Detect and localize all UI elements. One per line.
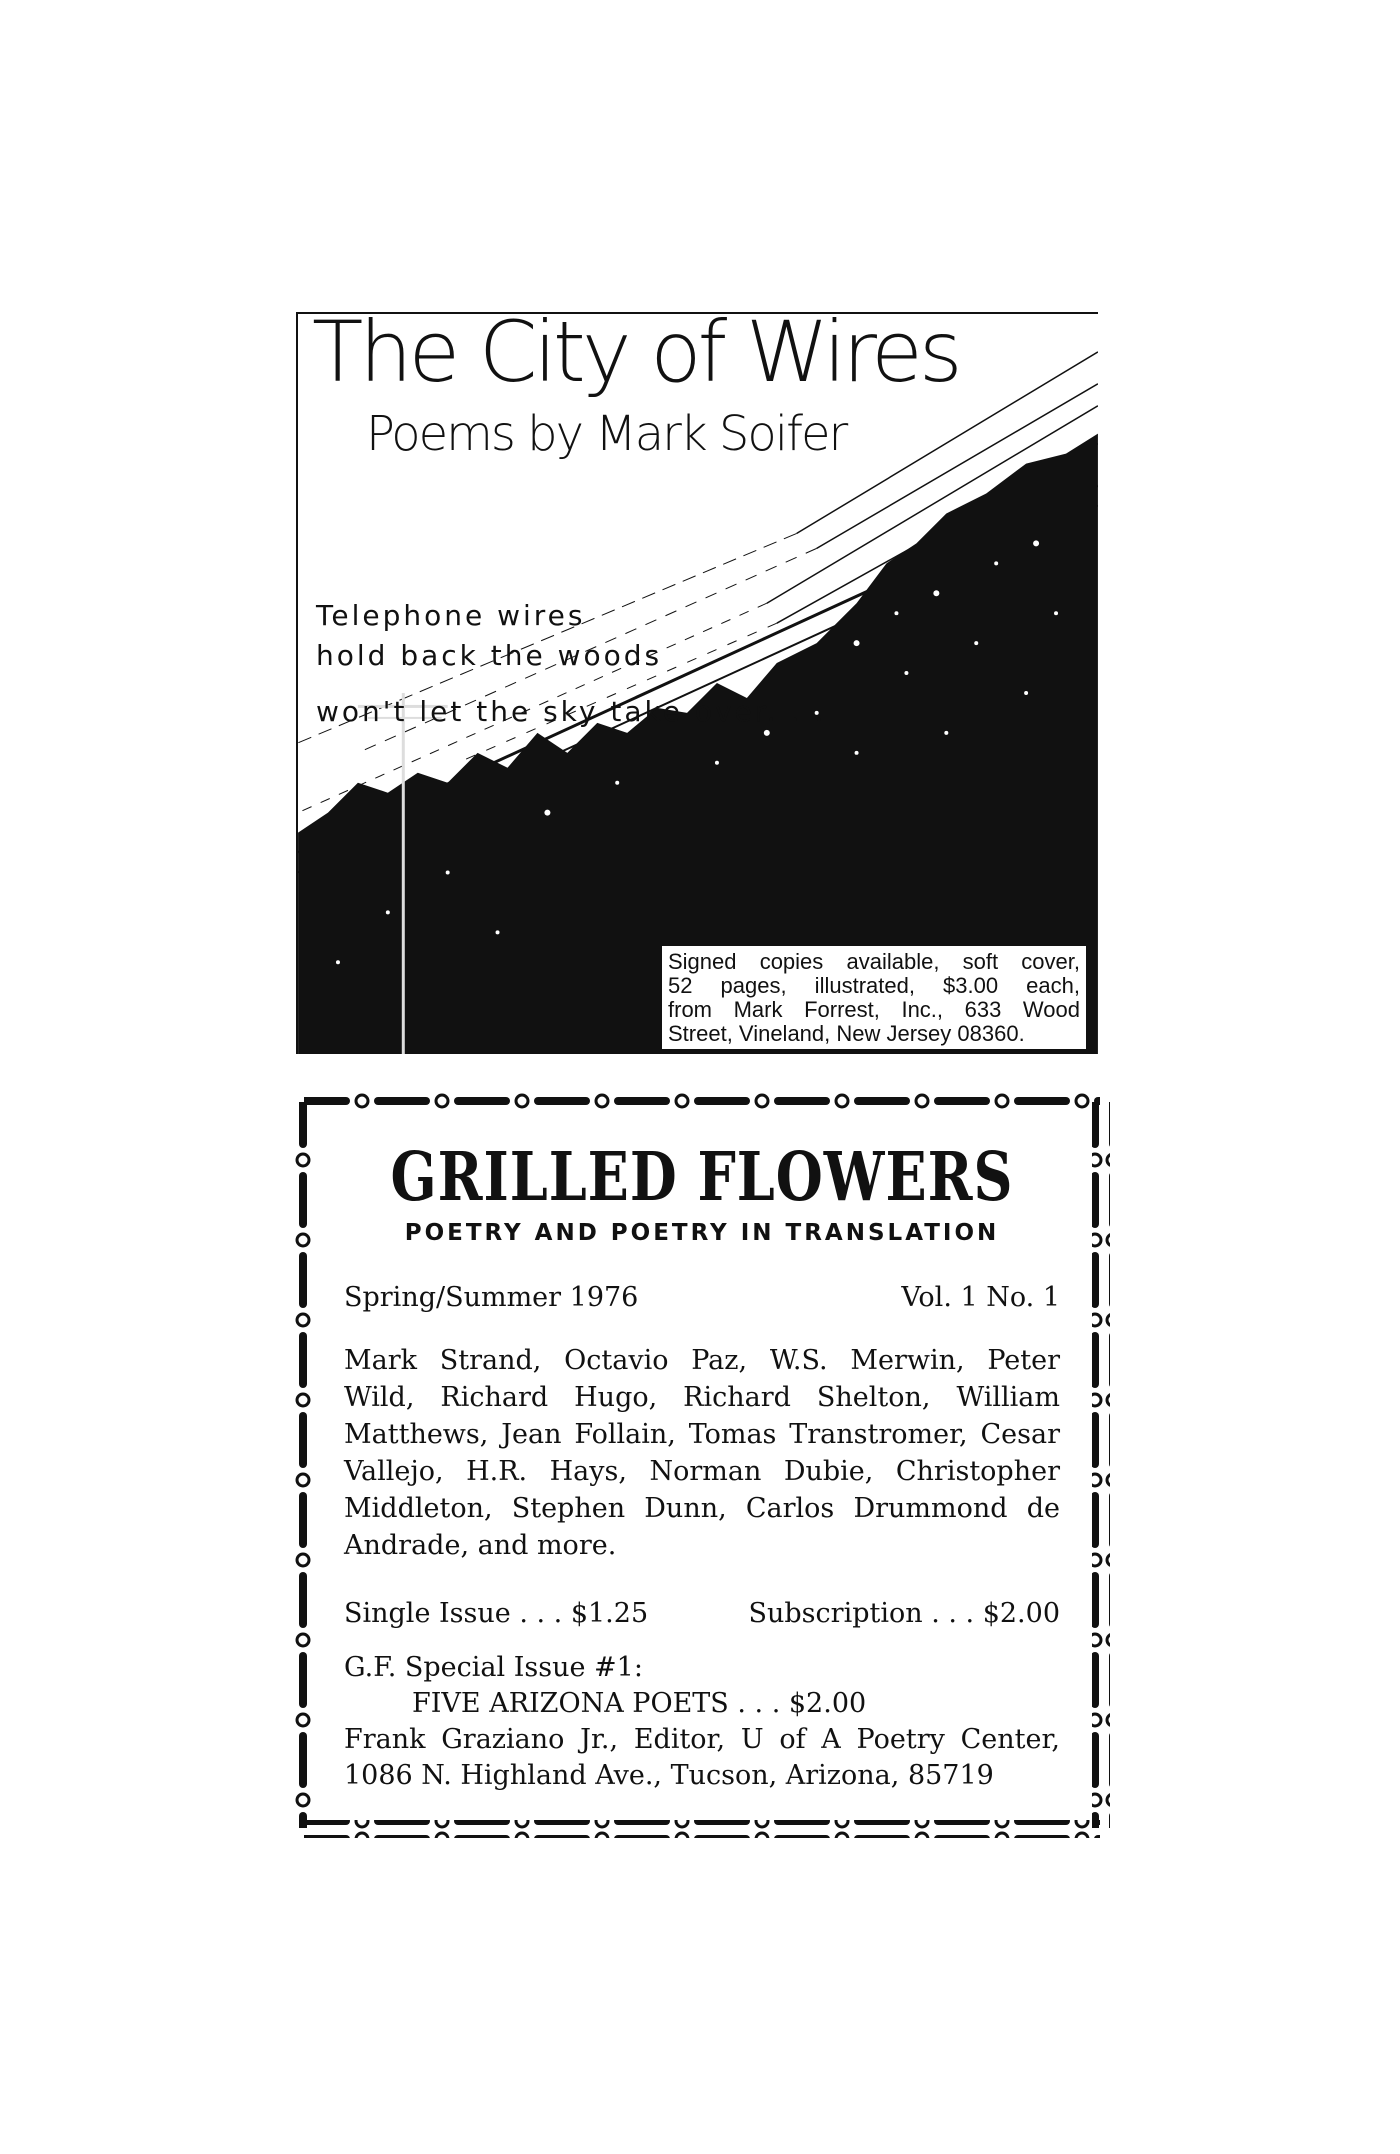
contributors-line: Andrade, and more. [344,1530,617,1561]
book-title: The City of Wires [312,312,963,401]
price-row: Single Issue . . . $1.25 Subscription . … [344,1600,1060,1627]
contributors-list: Mark Strand, Octavio Paz, W.S. Merwin, P… [344,1342,1060,1564]
contributors-line: Wild, Richard Hugo, Richard Shelton, Wil… [344,1382,1060,1413]
ordering-info-line: 52 pages, illustrated, $3.00 each, [668,973,1080,998]
contributors-line: Mark Strand, Octavio Paz, W.S. Merwin, P… [344,1345,1060,1376]
ordering-info-line: from Mark Forrest, Inc., 633 Wood [668,997,1080,1022]
journal-title: GRILLED FLOWERS [390,1136,1014,1216]
wires-and-trees-illustration [298,351,1098,1054]
poem-line: Telephone wires [316,599,586,632]
journal-tagline: POETRY AND POETRY IN TRANSLATION [404,1220,1000,1246]
ordering-info-box: Signed copies available, soft cover, 52 … [660,944,1088,1051]
volume-number: Vol. 1 No. 1 [901,1282,1060,1313]
issue-date: Spring/Summer 1976 [344,1282,639,1313]
editor-address-line: Frank Graziano Jr., Editor, U of A Poetr… [344,1724,1060,1755]
subscription-price: Subscription . . . $2.00 [748,1598,1060,1629]
city-of-wires-ad: The City of Wires Poems by Mark Soifer T… [296,312,1098,1054]
contributors-line: Matthews, Jean Follain, Tomas Transtrome… [344,1419,1060,1450]
single-issue-price: Single Issue . . . $1.25 [344,1598,649,1629]
ordering-info-line: Signed copies available, soft cover, [668,949,1080,974]
contributors-line: Vallejo, H.R. Hays, Norman Dubie, Christ… [344,1456,1060,1487]
issue-row: Spring/Summer 1976 Vol. 1 No. 1 [344,1284,1060,1311]
chain-border [294,1092,1110,1838]
grilled-flowers-ad: GRILLED FLOWERS POETRY AND POETRY IN TRA… [294,1092,1110,1838]
special-issue-label: G.F. Special Issue #1: [344,1652,643,1683]
contributors-line: Middleton, Stephen Dunn, Carlos Drummond… [344,1493,1060,1524]
poem-line: won't let the sky take over. . . [316,695,827,728]
book-subtitle: Poems by Mark Soifer [366,406,848,462]
editor-address-line: 1086 N. Highland Ave., Tucson, Arizona, … [344,1760,994,1791]
ordering-info-line: Street, Vineland, New Jersey 08360. [668,1021,1025,1046]
special-issue-title: FIVE ARIZONA POETS . . . $2.00 [412,1688,867,1719]
poem-line: hold back the woods [316,639,663,672]
